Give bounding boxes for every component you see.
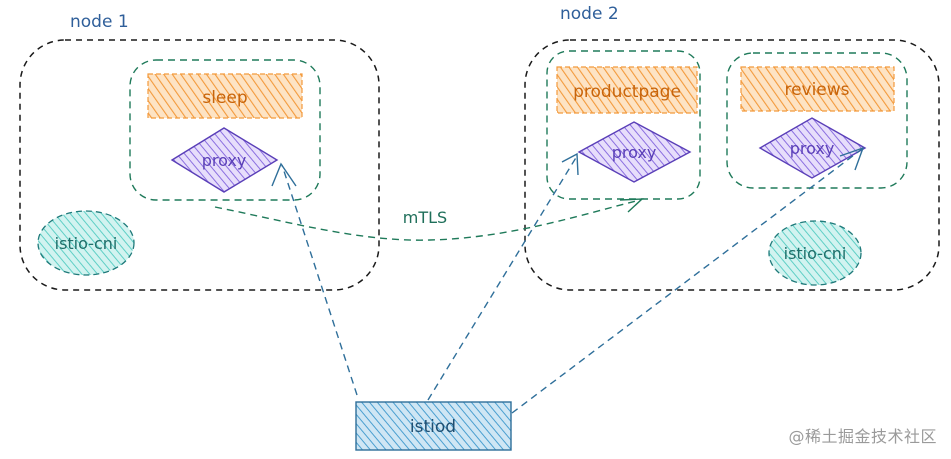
pod-sleep: sleep proxy	[129, 59, 321, 201]
app-productpage: productpage	[556, 66, 698, 114]
istiod-to-sleep-line	[281, 164, 358, 396]
node-2-label: node 2	[560, 4, 619, 24]
app-productpage-box	[556, 66, 698, 114]
istiod-link-sleep	[271, 162, 358, 396]
app-productpage-label: productpage	[573, 82, 681, 102]
istiod-to-reviews-arrowhead	[839, 146, 865, 171]
mtls-arrowhead	[619, 198, 644, 213]
istiod-to-productpage-line	[427, 155, 578, 401]
pod-reviews: reviews proxy	[726, 52, 908, 189]
pod-productpage-border	[546, 50, 701, 200]
istio-cni-node-2-shape	[768, 220, 862, 286]
proxy-productpage-label: proxy	[612, 143, 657, 162]
app-sleep-box	[147, 73, 303, 119]
istiod-link-reviews	[511, 146, 865, 414]
istio-cni-node-2: istio-cni	[768, 220, 862, 286]
pod-reviews-border	[726, 52, 908, 189]
istio-cni-node-1-shape	[37, 210, 135, 276]
proxy-reviews: proxy	[758, 117, 867, 179]
istio-cni-node-2-label: istio-cni	[784, 244, 847, 263]
mtls-label: mTLS	[403, 208, 447, 227]
proxy-sleep-label: proxy	[202, 151, 247, 170]
node-2: node 2	[524, 4, 940, 291]
proxy-productpage: proxy	[577, 121, 692, 183]
istio-cni-node-1: istio-cni	[37, 210, 135, 276]
app-sleep-label: sleep	[202, 88, 247, 108]
istiod-link-productpage	[427, 152, 579, 401]
mtls-path	[214, 199, 641, 241]
node-2-border	[524, 39, 940, 291]
proxy-reviews-shape	[758, 117, 867, 179]
istiod-to-productpage-arrowhead	[561, 152, 579, 176]
watermark: @稀土掘金技术社区	[788, 427, 937, 446]
istio-cni-node-1-label: istio-cni	[55, 234, 118, 253]
pod-sleep-border	[129, 59, 321, 201]
node-1: node 1	[19, 12, 380, 291]
proxy-reviews-label: proxy	[790, 139, 835, 158]
proxy-sleep-shape	[170, 127, 279, 193]
app-sleep: sleep	[147, 73, 303, 119]
app-reviews-box	[740, 66, 895, 112]
node-1-label: node 1	[70, 12, 129, 32]
app-reviews: reviews	[740, 66, 895, 112]
app-reviews-label: reviews	[784, 80, 849, 100]
proxy-sleep: proxy	[170, 127, 279, 193]
istiod-to-sleep-arrowhead	[271, 162, 297, 187]
proxy-productpage-shape	[577, 121, 692, 183]
node-1-border	[19, 39, 380, 291]
istiod-label: istiod	[410, 417, 456, 437]
istiod-box	[355, 401, 512, 451]
istiod: istiod	[355, 401, 512, 451]
mtls-link: mTLS	[214, 198, 644, 241]
pod-productpage: productpage proxy	[546, 50, 701, 200]
istiod-to-reviews-line	[511, 148, 863, 414]
